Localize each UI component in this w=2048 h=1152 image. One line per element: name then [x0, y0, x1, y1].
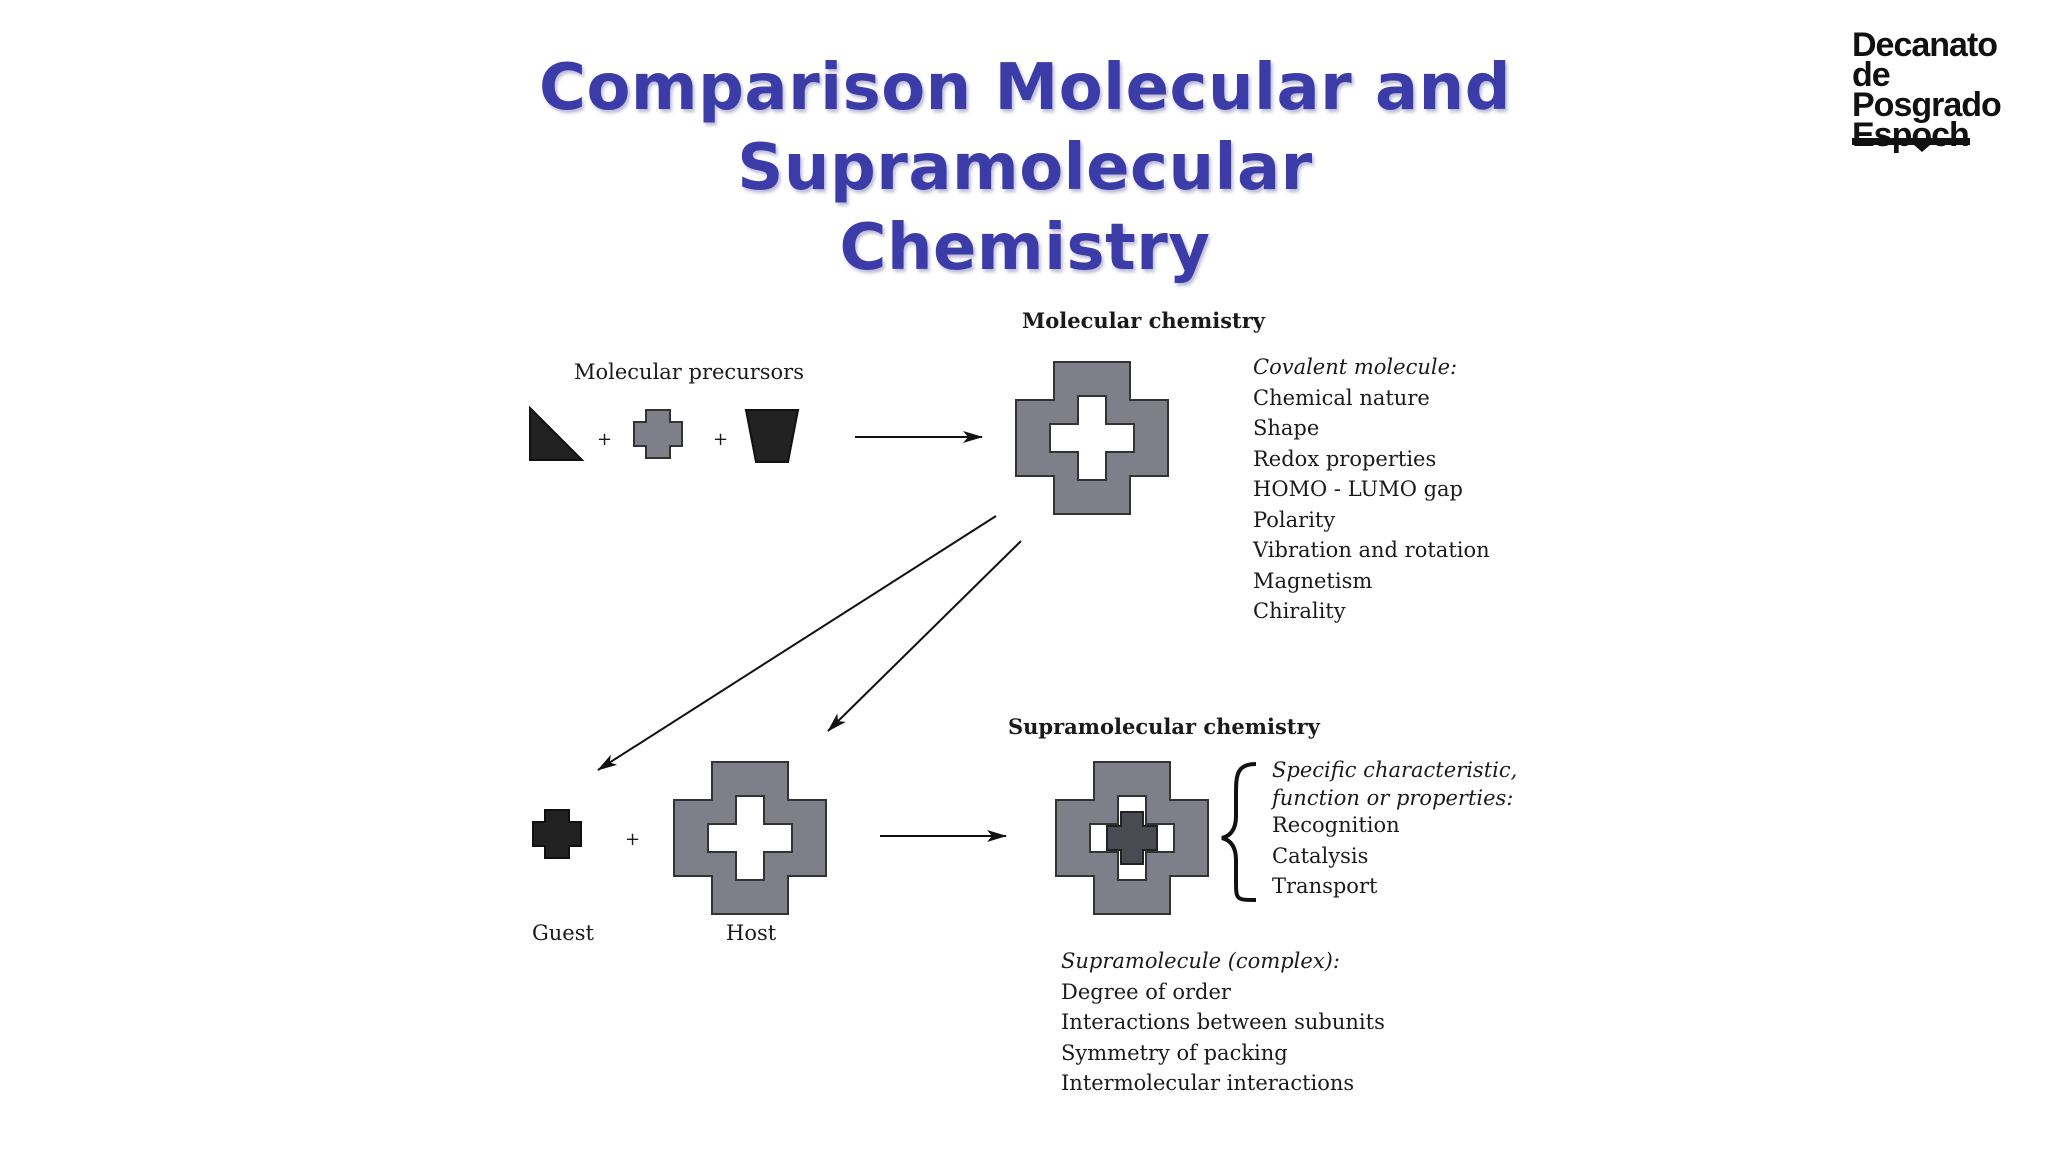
- specific-heading-line-1: Specific characteristic,: [1272, 758, 1518, 782]
- list-item: Recognition: [1272, 813, 1400, 837]
- logo: Decanato de Posgrado Espoch: [1852, 26, 2042, 154]
- plus-sign-3: +: [625, 829, 641, 850]
- logo-line-3: Espoch: [1852, 116, 1970, 154]
- list-item: Chirality: [1253, 599, 1346, 623]
- list-item: Chemical nature: [1253, 385, 1430, 410]
- list-item: Transport: [1272, 874, 1378, 898]
- list-item: Vibration and rotation: [1253, 538, 1490, 562]
- list-item: Redox properties: [1253, 446, 1437, 471]
- arrow-molecule-to-guest: [597, 515, 997, 771]
- covalent-molecule-heading: Covalent molecule:: [1253, 355, 1458, 379]
- list-item: Catalysis: [1272, 843, 1369, 868]
- list-item: Interactions between subunits: [1061, 1010, 1385, 1034]
- guest-molecule-icon: [532, 809, 582, 859]
- specific-heading-line-2: function or properties:: [1272, 785, 1514, 810]
- slide-title: Comparison Molecular and Supramolecular …: [250, 48, 1800, 288]
- plus-sign-2: +: [713, 429, 729, 450]
- logo-underline-icon: [1852, 138, 1970, 152]
- logo-line-1: Decanato: [1852, 26, 1998, 64]
- covalent-molecule-icon: [1015, 361, 1169, 515]
- guest-label: Guest: [532, 921, 594, 945]
- host-label: Host: [726, 921, 777, 945]
- molecular-chemistry-heading: Molecular chemistry: [1022, 308, 1266, 333]
- supramolecular-chemistry-heading: Supramolecular chemistry: [1008, 714, 1320, 739]
- title-line-2: Chemistry: [839, 211, 1211, 285]
- triangle-precursor-icon: [529, 405, 585, 461]
- list-item: HOMO - LUMO gap: [1253, 477, 1463, 501]
- plus-sign-1: +: [597, 429, 613, 450]
- list-item: Intermolecular interactions: [1061, 1071, 1355, 1095]
- supramolecule-heading: Supramolecule (complex):: [1061, 949, 1340, 973]
- covalent-molecule-list: Covalent molecule: Chemical nature Shape…: [1253, 352, 1490, 627]
- supramolecule-guest-icon: [1106, 811, 1158, 865]
- list-item: Degree of order: [1061, 979, 1231, 1004]
- molecular-precursors-label: Molecular precursors: [574, 360, 804, 384]
- curly-brace-icon: [1221, 762, 1257, 902]
- title-line-1: Comparison Molecular and Supramolecular: [538, 51, 1512, 205]
- arrow-molecule-to-host: [827, 540, 1022, 732]
- specific-properties-list: Specific characteristic, function or pro…: [1272, 757, 1517, 901]
- list-item: Symmetry of packing: [1061, 1040, 1288, 1065]
- supramolecule-list: Supramolecule (complex): Degree of order…: [1061, 946, 1385, 1099]
- cross-precursor-icon: [633, 409, 683, 459]
- host-molecule-icon: [673, 761, 827, 915]
- list-item: Shape: [1253, 416, 1320, 440]
- list-item: Polarity: [1253, 507, 1336, 532]
- list-item: Magnetism: [1253, 568, 1373, 593]
- trapezoid-precursor-icon: [744, 409, 800, 463]
- logo-line-2: de Posgrado: [1852, 56, 2002, 124]
- supramolecule-host-icon: [1055, 761, 1209, 915]
